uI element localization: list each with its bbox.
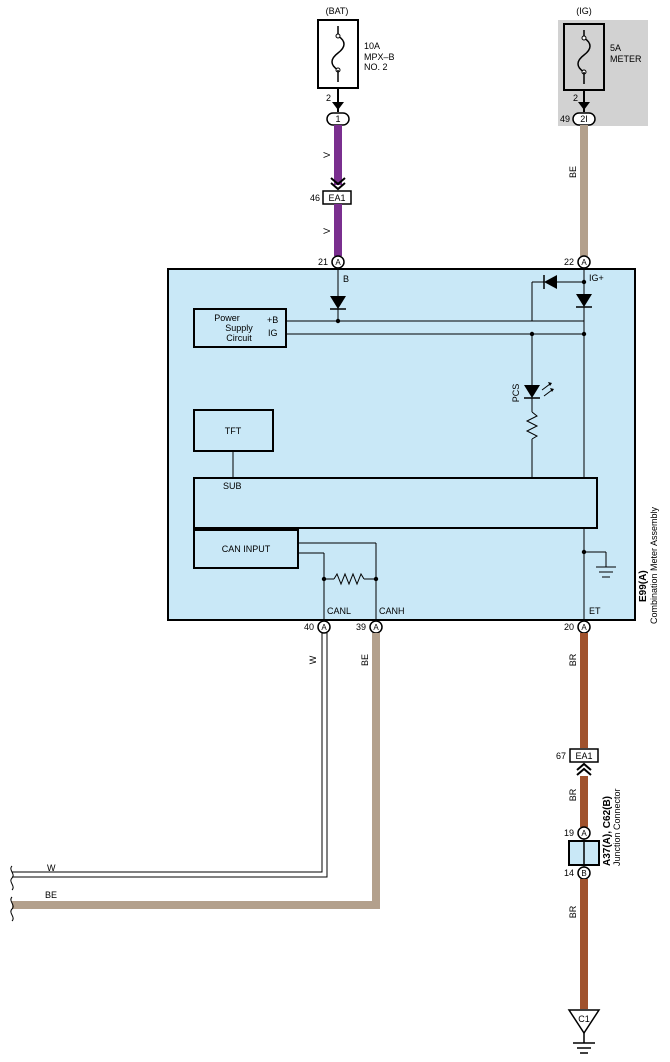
wire-violet-1 — [334, 125, 342, 185]
junction-code: A37(A), C62(B) — [602, 796, 613, 866]
svg-text:2: 2 — [573, 93, 578, 103]
svg-text:BE: BE — [568, 166, 578, 178]
svg-text:BR: BR — [568, 905, 578, 918]
meter-canl-connector — [317, 620, 331, 634]
wire-brown-3 — [580, 879, 588, 1009]
svg-text:2I: 2I — [580, 114, 588, 124]
bat-fuse-pin: 2 — [326, 93, 331, 103]
meter-pin-b-label: B — [343, 274, 349, 284]
ig-fuse-icon — [577, 37, 591, 73]
ig-source-label: (IG) — [576, 6, 592, 16]
ig-arrow-icon — [578, 102, 590, 110]
svg-text:39: 39 — [356, 622, 366, 632]
wire-brown-2 — [580, 776, 588, 827]
svg-text:A: A — [335, 258, 341, 267]
svg-text:IG: IG — [268, 328, 278, 338]
ig-feedback-diode-icon — [544, 275, 557, 289]
ig-diode-icon — [576, 294, 592, 307]
svg-text:67: 67 — [556, 751, 566, 761]
svg-text:Power: Power — [214, 313, 240, 323]
can-terminator-resistor-icon — [333, 572, 365, 586]
svg-text:EA1: EA1 — [328, 193, 345, 203]
svg-text:40: 40 — [304, 622, 314, 632]
svg-text:+B: +B — [267, 315, 278, 325]
ig-fuse-rating: 5A — [610, 43, 621, 53]
svg-text:1: 1 — [335, 114, 340, 124]
svg-text:A: A — [321, 623, 327, 632]
svg-text:A: A — [581, 829, 587, 838]
bat-fuse-rating: 10A — [364, 41, 380, 51]
meter-code: E99(A) — [638, 570, 649, 602]
svg-text:TFT: TFT — [225, 426, 242, 436]
svg-text:22: 22 — [564, 257, 574, 267]
svg-text:14: 14 — [564, 868, 574, 878]
ea1-top-chevron-icon — [330, 177, 346, 186]
svg-text:CAN INPUT: CAN INPUT — [222, 544, 271, 554]
svg-text:A: A — [581, 258, 587, 267]
svg-text:V: V — [322, 152, 332, 158]
power-supply-circuit — [193, 308, 287, 348]
meter-pin-ig-label: IG+ — [589, 273, 604, 283]
svg-text:CANL: CANL — [327, 606, 351, 616]
wire-violet-2 — [334, 204, 342, 256]
bat-fuse-name-2: NO. 2 — [364, 62, 388, 72]
svg-text:BR: BR — [568, 653, 578, 666]
bat-fuse-name-1: MPX–B — [364, 52, 395, 62]
svg-text:Circuit: Circuit — [226, 333, 252, 343]
ea1-bottom-connector — [569, 748, 599, 763]
meter-name: Combination Meter Assembly — [649, 506, 659, 624]
ground-c1-icon — [567, 1009, 601, 1035]
sub-block — [193, 477, 598, 529]
svg-text:ET: ET — [589, 606, 601, 616]
b-diode-icon — [330, 296, 346, 309]
wire-beige-ig — [580, 125, 588, 256]
svg-text:49: 49 — [560, 114, 570, 124]
bat-arrow-icon — [332, 102, 344, 110]
tft-block — [193, 409, 274, 452]
svg-text:BR: BR — [568, 788, 578, 801]
pcs-label: PCS — [511, 384, 521, 403]
svg-text:46: 46 — [310, 193, 320, 203]
svg-text:19: 19 — [564, 828, 574, 838]
wire-brown-1 — [580, 633, 588, 748]
svg-text:B: B — [581, 869, 586, 878]
svg-text:A: A — [581, 623, 587, 632]
svg-text:BE: BE — [360, 654, 370, 666]
svg-text:A: A — [373, 623, 379, 632]
bat-source-label: (BAT) — [326, 6, 349, 16]
svg-text:Supply: Supply — [225, 323, 253, 333]
wire-beige-canh — [12, 633, 380, 909]
svg-text:SUB: SUB — [223, 481, 242, 491]
can-input-block — [193, 529, 299, 569]
svg-text:EA1: EA1 — [575, 751, 592, 761]
wire-white-canl — [12, 633, 323, 873]
ea1-bottom-chevron-icon — [576, 762, 592, 771]
pcs-resistor-icon — [525, 411, 539, 440]
svg-text:W: W — [47, 863, 56, 873]
bat-fuse-icon — [331, 35, 345, 71]
junction-name: Junction Connector — [612, 788, 622, 866]
svg-text:20: 20 — [564, 622, 574, 632]
svg-text:21: 21 — [318, 257, 328, 267]
wire-break-icon — [10, 865, 14, 891]
ground-c1-label: C1 — [578, 1014, 590, 1024]
svg-text:CANH: CANH — [379, 606, 405, 616]
svg-text:W: W — [308, 655, 318, 664]
ig-fuse-name: METER — [610, 54, 642, 64]
pcs-led-icon — [524, 385, 540, 398]
svg-text:BE: BE — [45, 890, 57, 900]
svg-text:V: V — [322, 228, 332, 234]
